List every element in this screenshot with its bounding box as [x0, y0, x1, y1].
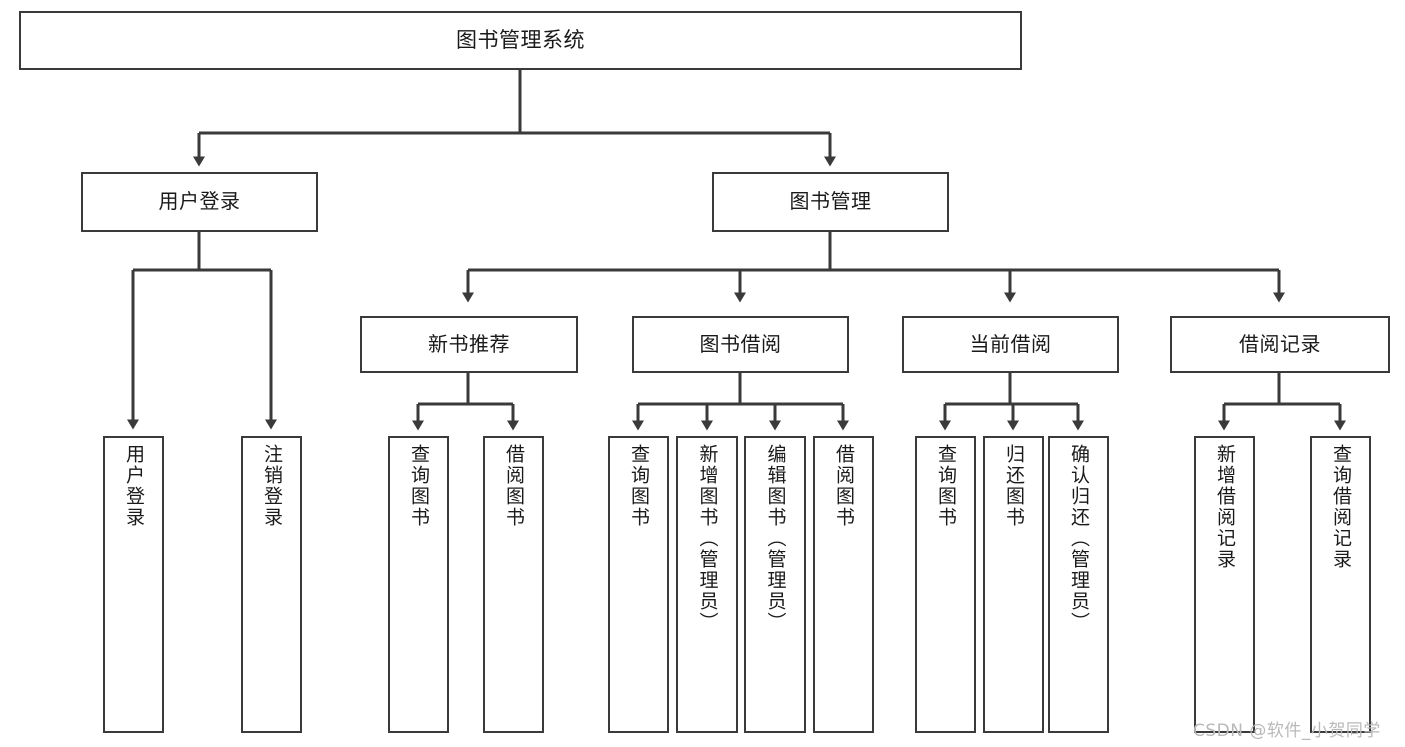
node-leaf-query-book-1[interactable]: 查询图书 [388, 436, 449, 733]
node-leaf-add-record-label: 新增借阅记录 [1214, 444, 1236, 570]
node-leaf-return-book[interactable]: 归还图书 [983, 436, 1044, 733]
node-user-login-label: 用户登录 [158, 189, 241, 214]
node-book-manage-label: 图书管理 [789, 189, 872, 214]
node-root-label: 图书管理系统 [456, 28, 585, 53]
node-leaf-add-record[interactable]: 新增借阅记录 [1194, 436, 1255, 733]
node-leaf-add-book-label: 新增图书（管理员） [696, 444, 719, 633]
node-book-manage[interactable]: 图书管理 [712, 172, 949, 232]
node-leaf-logout-label: 注销登录 [261, 444, 283, 528]
node-borrow-record-label: 借阅记录 [1239, 331, 1321, 356]
node-leaf-borrow-book-1[interactable]: 借阅图书 [483, 436, 544, 733]
node-leaf-query-book-3[interactable]: 查询图书 [915, 436, 976, 733]
node-leaf-logout[interactable]: 注销登录 [241, 436, 302, 733]
node-leaf-confirm-return[interactable]: 确认归还（管理员） [1048, 436, 1109, 733]
node-current-borrow-label: 当前借阅 [969, 331, 1052, 356]
node-new-book-rec-label: 新书推荐 [428, 331, 510, 356]
node-leaf-user-login[interactable]: 用户登录 [103, 436, 164, 733]
node-book-borrow-label: 图书借阅 [699, 331, 782, 356]
node-leaf-query-record[interactable]: 查询借阅记录 [1310, 436, 1371, 733]
node-leaf-query-record-label: 查询借阅记录 [1330, 444, 1352, 570]
node-leaf-add-book[interactable]: 新增图书（管理员） [676, 436, 738, 733]
node-leaf-borrow-book-2[interactable]: 借阅图书 [813, 436, 874, 733]
node-borrow-record[interactable]: 借阅记录 [1170, 316, 1390, 373]
node-leaf-query-book-2-label: 查询图书 [628, 444, 650, 528]
node-leaf-query-book-2[interactable]: 查询图书 [608, 436, 669, 733]
node-new-book-rec[interactable]: 新书推荐 [360, 316, 578, 373]
watermark: CSDN @软件_小贺同学 [1193, 721, 1381, 741]
node-leaf-query-book-3-label: 查询图书 [935, 444, 957, 528]
node-book-borrow[interactable]: 图书借阅 [632, 316, 849, 373]
node-leaf-edit-book-label: 编辑图书（管理员） [764, 444, 787, 633]
node-leaf-edit-book[interactable]: 编辑图书（管理员） [744, 436, 806, 733]
node-user-login[interactable]: 用户登录 [81, 172, 318, 232]
node-leaf-borrow-book-1-label: 借阅图书 [503, 444, 525, 528]
node-root[interactable]: 图书管理系统 [19, 11, 1022, 70]
node-current-borrow[interactable]: 当前借阅 [902, 316, 1119, 373]
node-leaf-return-book-label: 归还图书 [1003, 444, 1025, 528]
node-leaf-confirm-return-label: 确认归还（管理员） [1068, 444, 1090, 633]
node-leaf-user-login-label: 用户登录 [123, 444, 145, 528]
node-leaf-borrow-book-2-label: 借阅图书 [833, 444, 855, 528]
node-leaf-query-book-1-label: 查询图书 [408, 444, 430, 528]
